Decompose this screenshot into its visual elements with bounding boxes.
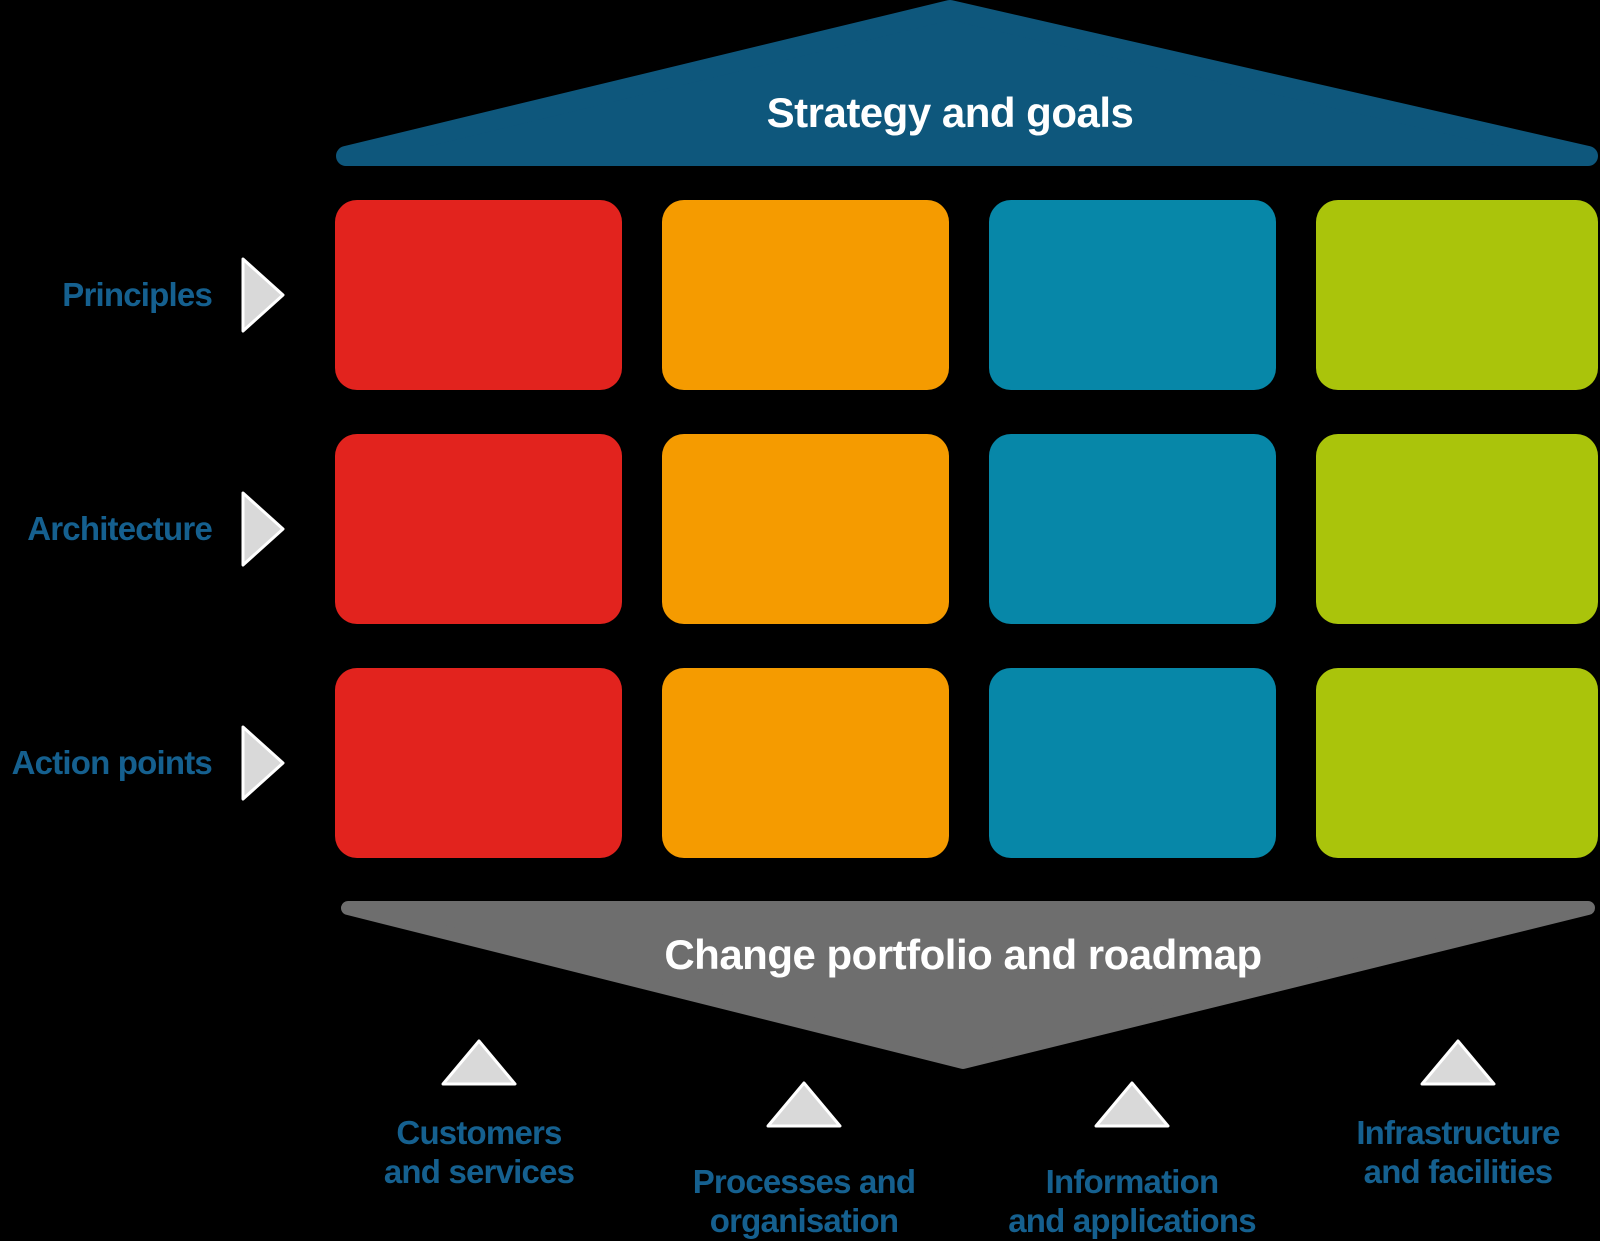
column-label-line: and facilities (1363, 1153, 1554, 1190)
column-label-line: Infrastructure (1356, 1114, 1560, 1151)
up-arrow-icon (441, 1039, 517, 1086)
matrix-cell-r2-c1 (335, 434, 622, 624)
matrix-cell-r1-c2 (662, 200, 949, 390)
matrix-cell-r1-c3 (989, 200, 1276, 390)
matrix-cell-r2-c4 (1316, 434, 1598, 624)
column-label-line: Information (1045, 1163, 1219, 1200)
right-arrow-icon (241, 257, 285, 333)
column-label-line: and services (383, 1153, 575, 1190)
column-label-line: Processes and (692, 1163, 916, 1200)
matrix-cell-r2-c2 (662, 434, 949, 624)
matrix-cell-r1-c1 (335, 200, 622, 390)
up-arrow-icon (1094, 1081, 1170, 1128)
column-label-line: Customers (396, 1114, 562, 1151)
matrix-cell-r2-c3 (989, 434, 1276, 624)
matrix-cell-r3-c1 (335, 668, 622, 858)
matrix-cell-r3-c4 (1316, 668, 1598, 858)
row-label-principles: Principles (62, 276, 213, 313)
row-label-action-points: Action points (11, 744, 213, 781)
roadmap-banner-label: Change portfolio and roadmap (664, 931, 1262, 978)
strategy-banner-label: Strategy and goals (766, 89, 1134, 136)
column-label-line: organisation (709, 1202, 899, 1239)
column-label-infrastructure-and-facilities: Infrastructure and facilities (1288, 1113, 1600, 1191)
matrix-cell-r3-c2 (662, 668, 949, 858)
up-arrow-icon (766, 1081, 842, 1128)
right-arrow-icon (241, 725, 285, 801)
matrix-cell-r1-c4 (1316, 200, 1598, 390)
matrix-cell-r3-c3 (989, 668, 1276, 858)
column-label-processes-and-organisation: Processes and organisation (634, 1162, 974, 1240)
column-label-line: and applications (1008, 1202, 1256, 1239)
right-arrow-icon (241, 491, 285, 567)
column-label-customers-and-services: Customers and services (309, 1113, 649, 1191)
up-arrow-icon (1420, 1039, 1496, 1086)
row-label-architecture: Architecture (27, 510, 213, 547)
column-label-information-and-applications: Information and applications (962, 1162, 1302, 1240)
